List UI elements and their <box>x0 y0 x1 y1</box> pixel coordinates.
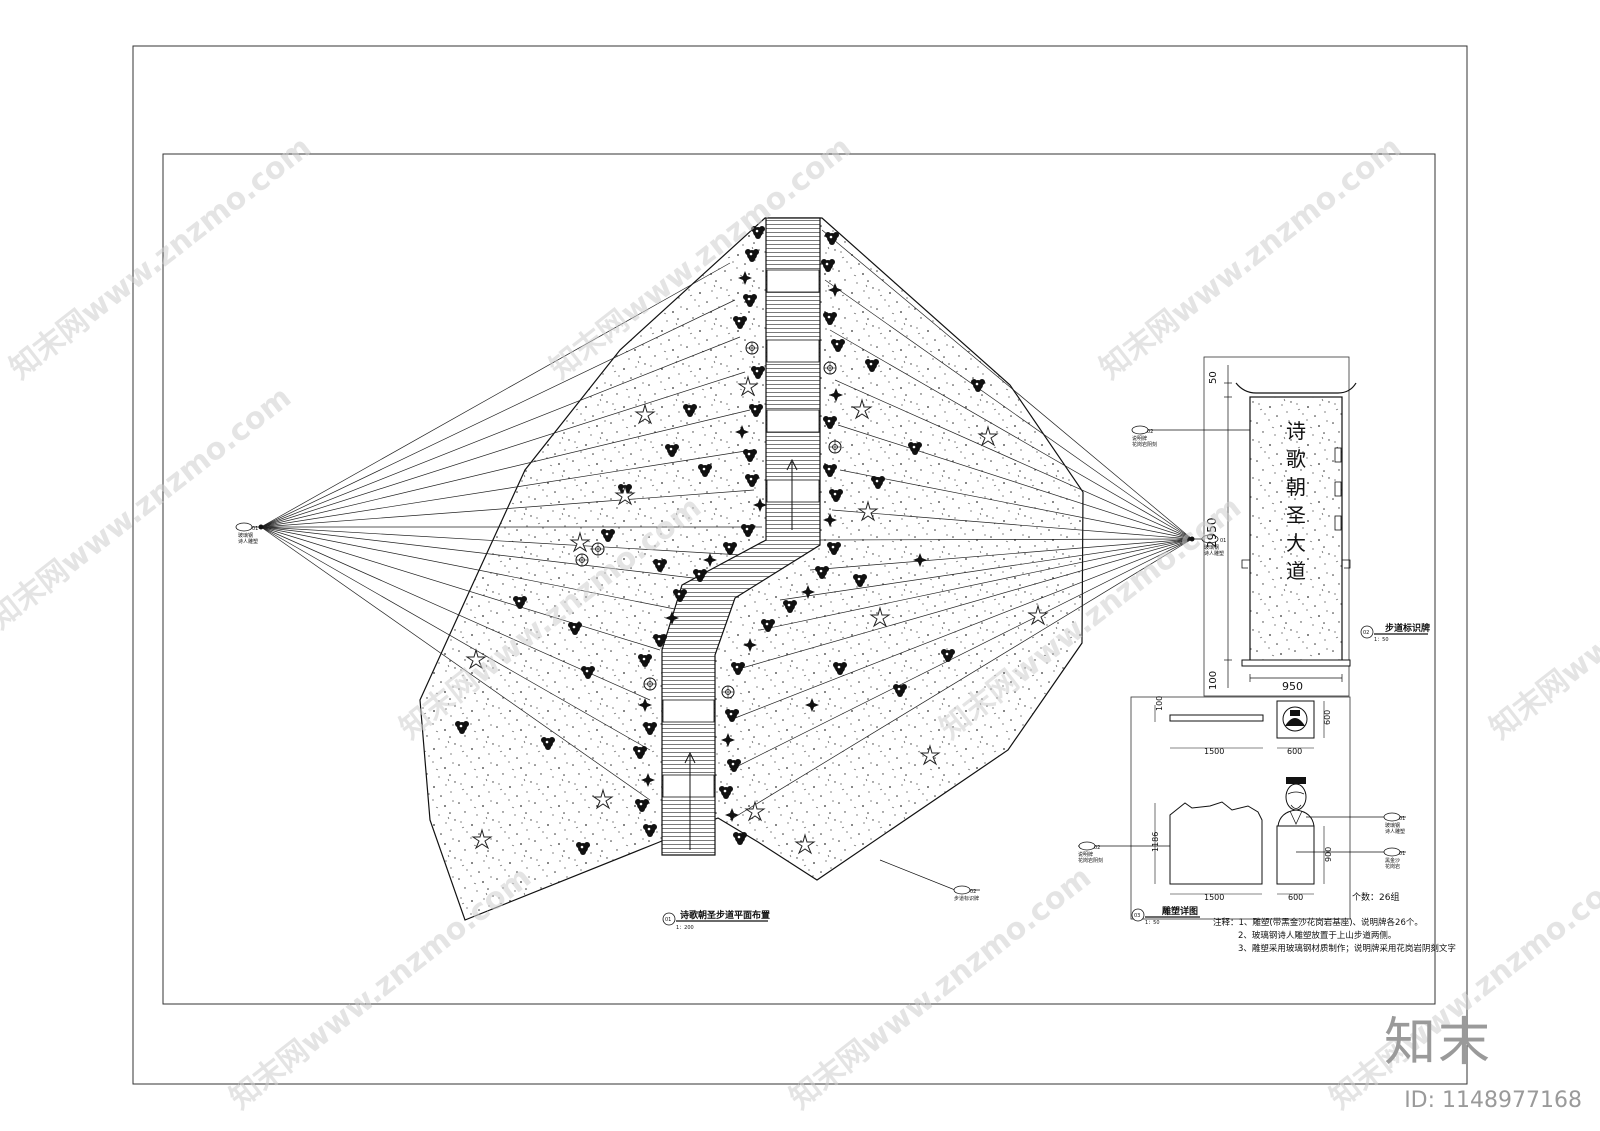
sign-plate-elevation <box>1169 801 1263 885</box>
path-landings <box>662 269 820 798</box>
svg-text:花岗岩阴刻: 花岗岩阴刻 <box>1078 857 1103 864</box>
svg-text:1：50: 1：50 <box>1374 637 1389 643</box>
svg-text:01: 01 <box>252 526 258 532</box>
plan-title: 诗歌朝圣步道平面布置 <box>680 909 770 921</box>
sign-title: 步道标识牌 <box>1385 622 1430 634</box>
svg-text:歌: 歌 <box>1286 447 1306 471</box>
svg-text:圣: 圣 <box>1286 503 1306 527</box>
svg-text:600: 600 <box>1288 893 1303 902</box>
svg-text:02: 02 <box>1094 845 1100 851</box>
sign-material-callout: 02 说明牌 花岗岩阴刻 <box>1131 425 1250 448</box>
svg-text:1186: 1186 <box>1151 832 1160 852</box>
sculpture-right-callout-1: 01 玻璃钢 诗人雕塑 <box>1306 812 1406 835</box>
sign-title-block: 02 步道标识牌 1：50 <box>1360 622 1430 643</box>
svg-text:玻璃钢: 玻璃钢 <box>1385 822 1400 829</box>
svg-text:诗: 诗 <box>1286 419 1306 443</box>
sculpture-detail-frame <box>1130 696 1351 920</box>
notes-block: 注释：1、雕塑(带黑金沙花岗岩基座)、说明牌各26个。 2、玻璃钢诗人雕塑放置于… <box>1213 917 1456 954</box>
outer-frame <box>132 45 1468 1085</box>
svg-text:100: 100 <box>1208 671 1219 690</box>
note-line-3: 3、雕塑采用玻璃钢材质制作；说明牌采用花岗岩阴刻文字 <box>1238 943 1456 954</box>
svg-text:知末网www.znzmo.com: 知末网www.znzmo.com <box>1093 130 1408 387</box>
svg-text:黑金沙: 黑金沙 <box>1385 857 1400 864</box>
bottom-sign-callout: 02 步道标识牌 <box>879 859 980 902</box>
svg-text:步道标识牌: 步道标识牌 <box>954 895 979 902</box>
svg-text:1500: 1500 <box>1204 747 1224 756</box>
svg-text:01: 01 <box>1220 538 1226 544</box>
svg-text:花岗岩阴刻: 花岗岩阴刻 <box>1132 441 1157 448</box>
sculpture-count: 个数：26组 <box>1352 891 1399 903</box>
sign-dimensions <box>1224 365 1343 688</box>
svg-text:大: 大 <box>1286 531 1306 555</box>
right-focal-callout: 01 玻璃钢 诗人雕塑 <box>1189 534 1226 557</box>
svg-text:说明牌: 说明牌 <box>1132 435 1147 442</box>
sculpture-right-callout-2: 01 黑金沙 花岗岩 <box>1296 847 1406 870</box>
poet-bust-elevation <box>1277 777 1315 827</box>
svg-text:知末网www.znzmo.com: 知末网www.znzmo.com <box>0 380 298 637</box>
sculpture-detail: 100 1500 600 600 1186 1500 600 900 个数：26… <box>1078 696 1406 926</box>
svg-text:950: 950 <box>1282 680 1303 693</box>
svg-text:01: 01 <box>1399 851 1405 857</box>
svg-text:道: 道 <box>1286 559 1306 583</box>
svg-text:花岗岩: 花岗岩 <box>1385 863 1400 870</box>
svg-text:01: 01 <box>665 917 671 923</box>
sign-vertical-text: 诗 歌 朝 圣 大 道 <box>1286 419 1306 583</box>
svg-text:朝: 朝 <box>1286 475 1306 499</box>
svg-text:600: 600 <box>1287 747 1302 756</box>
svg-text:100: 100 <box>1155 696 1164 711</box>
svg-text:02: 02 <box>970 889 976 895</box>
granite-plinth-elevation <box>1276 825 1315 885</box>
svg-text:01: 01 <box>1399 816 1405 822</box>
svg-text:知末网www.znzmo.com: 知末网www.znzmo.com <box>783 860 1098 1117</box>
mountain-path-stairs <box>661 217 821 856</box>
sign-plate-plan <box>1169 714 1264 722</box>
path-direction-arrows <box>684 458 798 850</box>
inner-frame <box>162 153 1436 1005</box>
svg-text:诗人雕塑: 诗人雕塑 <box>1204 550 1224 557</box>
sculpture-left-callout: 02 说明牌 花岗岩阴刻 <box>1078 841 1170 864</box>
svg-text:600: 600 <box>1323 710 1332 725</box>
sign-detail: 诗 歌 朝 圣 大 道 50 2950 100 950 02 说明牌 花岗岩阴刻 <box>1131 356 1430 697</box>
note-line-2: 2、玻璃钢诗人雕塑放置于上山步道两侧。 <box>1238 930 1396 941</box>
svg-text:玻璃钢: 玻璃钢 <box>1204 544 1219 551</box>
svg-text:03: 03 <box>1134 913 1140 919</box>
svg-text:1：50: 1：50 <box>1145 920 1160 926</box>
svg-text:说明牌: 说明牌 <box>1078 851 1093 858</box>
svg-text:知末网www.znzmo.com: 知末网www.znzmo.com <box>3 130 318 387</box>
site-plan: 01 玻璃钢 诗人雕塑 01 玻璃钢 诗人雕塑 02 步道标识牌 01 诗歌朝圣… <box>235 217 1226 931</box>
svg-text:玻璃钢: 玻璃钢 <box>238 532 253 539</box>
note-line-1: 注释：1、雕塑(带黑金沙花岗岩基座)、说明牌各26个。 <box>1213 917 1423 928</box>
svg-text:50: 50 <box>1208 371 1219 384</box>
sign-body <box>1249 396 1343 663</box>
left-sight-lines <box>260 262 762 801</box>
svg-text:1500: 1500 <box>1204 893 1224 902</box>
sculpture-title: 雕塑详图 <box>1162 905 1198 917</box>
svg-text:02: 02 <box>1363 630 1369 636</box>
svg-text:知末网www.znzmo.com: 知末网www.znzmo.com <box>1483 490 1600 747</box>
svg-text:02: 02 <box>1147 429 1153 435</box>
svg-text:诗人雕塑: 诗人雕塑 <box>238 538 258 545</box>
plan-title-block: 01 诗歌朝圣步道平面布置 1：200 <box>662 909 770 931</box>
sculpture-title-block: 03 雕塑详图 1：50 <box>1131 905 1200 926</box>
brand-logo: 知末 <box>1383 1013 1492 1073</box>
svg-text:1：200: 1：200 <box>676 925 694 931</box>
sign-detail-frame <box>1203 356 1350 697</box>
svg-text:知末网www.znzmo.com: 知末网www.znzmo.com <box>223 860 538 1117</box>
right-sight-lines <box>729 229 1193 821</box>
svg-text:诗人雕塑: 诗人雕塑 <box>1385 828 1405 835</box>
svg-text:2950: 2950 <box>1205 517 1219 548</box>
image-id: ID: 1148977168 <box>1404 1088 1582 1113</box>
left-focal-callout: 01 玻璃钢 诗人雕塑 <box>235 522 264 545</box>
svg-text:900: 900 <box>1324 847 1333 862</box>
sign-cap <box>1235 382 1357 394</box>
